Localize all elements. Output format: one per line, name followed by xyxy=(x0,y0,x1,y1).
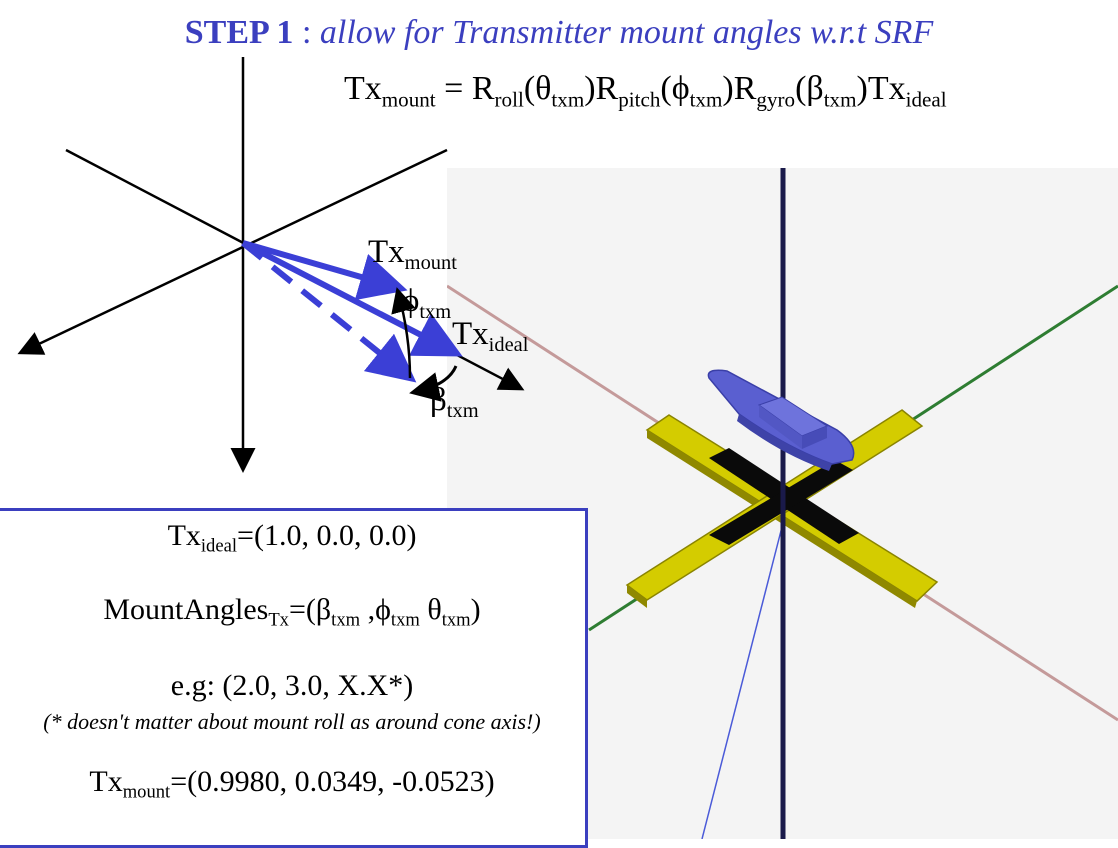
formula-r-roll-sub: roll xyxy=(494,87,524,112)
tx-ideal-base: Tx xyxy=(167,519,201,552)
mount-angles-beta-sub: txm xyxy=(331,609,361,631)
formula-lhs: Tx xyxy=(344,70,382,107)
formula-beta-sub: txm xyxy=(823,87,857,112)
arc-beta xyxy=(409,365,458,402)
label-tx-mount-sub: mount xyxy=(404,252,457,275)
formula-beta: (β xyxy=(795,70,824,107)
platform-arm-b-edge xyxy=(627,585,647,608)
step-label: STEP 1 xyxy=(184,14,294,51)
slide-title: STEP 1 : allow for Transmitter mount ang… xyxy=(0,14,1118,52)
mount-angles-beta: =(β xyxy=(288,593,332,626)
formula-phi-sub: txm xyxy=(689,87,723,112)
label-tx-ideal-sub: ideal xyxy=(488,334,529,357)
vector-diagram-svg xyxy=(17,57,525,473)
tx-mount-line: Txmount=(0.9980, 0.0349, -0.0523) xyxy=(0,765,585,801)
title-separator: : xyxy=(293,14,320,51)
formula-equals: = xyxy=(435,70,472,107)
label-beta: βtxm xyxy=(430,382,479,423)
formula-r-gyro-sub: gyro xyxy=(756,87,796,112)
mount-angles-line: MountAnglesTx=(βtxm ,ϕtxm θtxm) xyxy=(0,593,585,629)
formula-rhs-sub: ideal xyxy=(905,87,947,112)
ray-thin xyxy=(701,522,784,840)
label-beta-base: β xyxy=(430,382,447,418)
label-tx-mount-base: Tx xyxy=(368,234,405,270)
tx-ideal-line: Txideal=(1.0, 0.0, 0.0) xyxy=(0,519,585,555)
mount-angles-phi-sub: txm xyxy=(390,609,420,631)
formula-rhs: Tx xyxy=(867,70,906,107)
formula-theta: (θ xyxy=(523,70,552,107)
arc-phi xyxy=(391,287,416,379)
mount-angles-phi: ,ϕ xyxy=(360,593,391,626)
formula-r-pitch-sub: pitch xyxy=(618,87,661,112)
tx-mount-value: =(0.9980, 0.0349, -0.0523) xyxy=(170,765,495,798)
vector-diagram xyxy=(0,0,600,505)
info-box: Txideal=(1.0, 0.0, 0.0) MountAnglesTx=(β… xyxy=(0,508,588,848)
rotation-formula: Txmount = Rroll(θtxm)Rpitch(ϕtxm)Rgyro(β… xyxy=(344,70,947,112)
mount-angles-sub: Tx xyxy=(268,609,289,631)
tx-mount-sub: mount xyxy=(122,781,171,803)
render-3d-svg xyxy=(446,168,1118,840)
roll-note: (* doesn't matter about mount roll as ar… xyxy=(43,709,541,734)
vector-tx-mount xyxy=(242,240,408,301)
tx-ideal-sub: ideal xyxy=(200,535,238,557)
formula-paren: ) xyxy=(584,70,596,107)
label-tx-ideal-base: Tx xyxy=(452,316,489,352)
label-tx-mount: Txmount xyxy=(368,234,457,275)
label-phi: ϕtxm xyxy=(402,283,452,324)
tx-mount-base: Tx xyxy=(89,765,123,798)
label-phi-base: ϕ xyxy=(402,283,420,319)
mount-angles-end: ) xyxy=(470,593,481,626)
tx-ideal-value: =(1.0, 0.0, 0.0) xyxy=(237,519,417,552)
mount-angles-theta-sub: txm xyxy=(441,609,471,631)
label-phi-sub: txm xyxy=(419,301,452,324)
mount-angles-theta: θ xyxy=(419,593,442,626)
formula-r-gyro: R xyxy=(733,70,757,107)
ship-model xyxy=(707,369,855,471)
formula-theta-sub: txm xyxy=(551,87,585,112)
label-beta-sub: txm xyxy=(446,400,479,423)
mount-angles-base: MountAngles xyxy=(103,593,269,626)
formula-lhs-sub: mount xyxy=(381,87,436,112)
formula-r-pitch: R xyxy=(595,70,619,107)
example-line: e.g: (2.0, 3.0, X.X*) xyxy=(170,669,414,702)
formula-paren: ) xyxy=(856,70,868,107)
label-tx-ideal: Txideal xyxy=(452,316,529,357)
formula-paren: ) xyxy=(722,70,734,107)
formula-r-roll: R xyxy=(471,70,495,107)
axis-diagonal-b xyxy=(17,148,448,355)
vector-tx-ideal xyxy=(241,240,463,357)
vector-gyro-dashed xyxy=(241,240,417,383)
formula-phi: (ϕ xyxy=(660,70,690,107)
title-text: allow for Transmitter mount angles w.r.t… xyxy=(319,14,934,51)
